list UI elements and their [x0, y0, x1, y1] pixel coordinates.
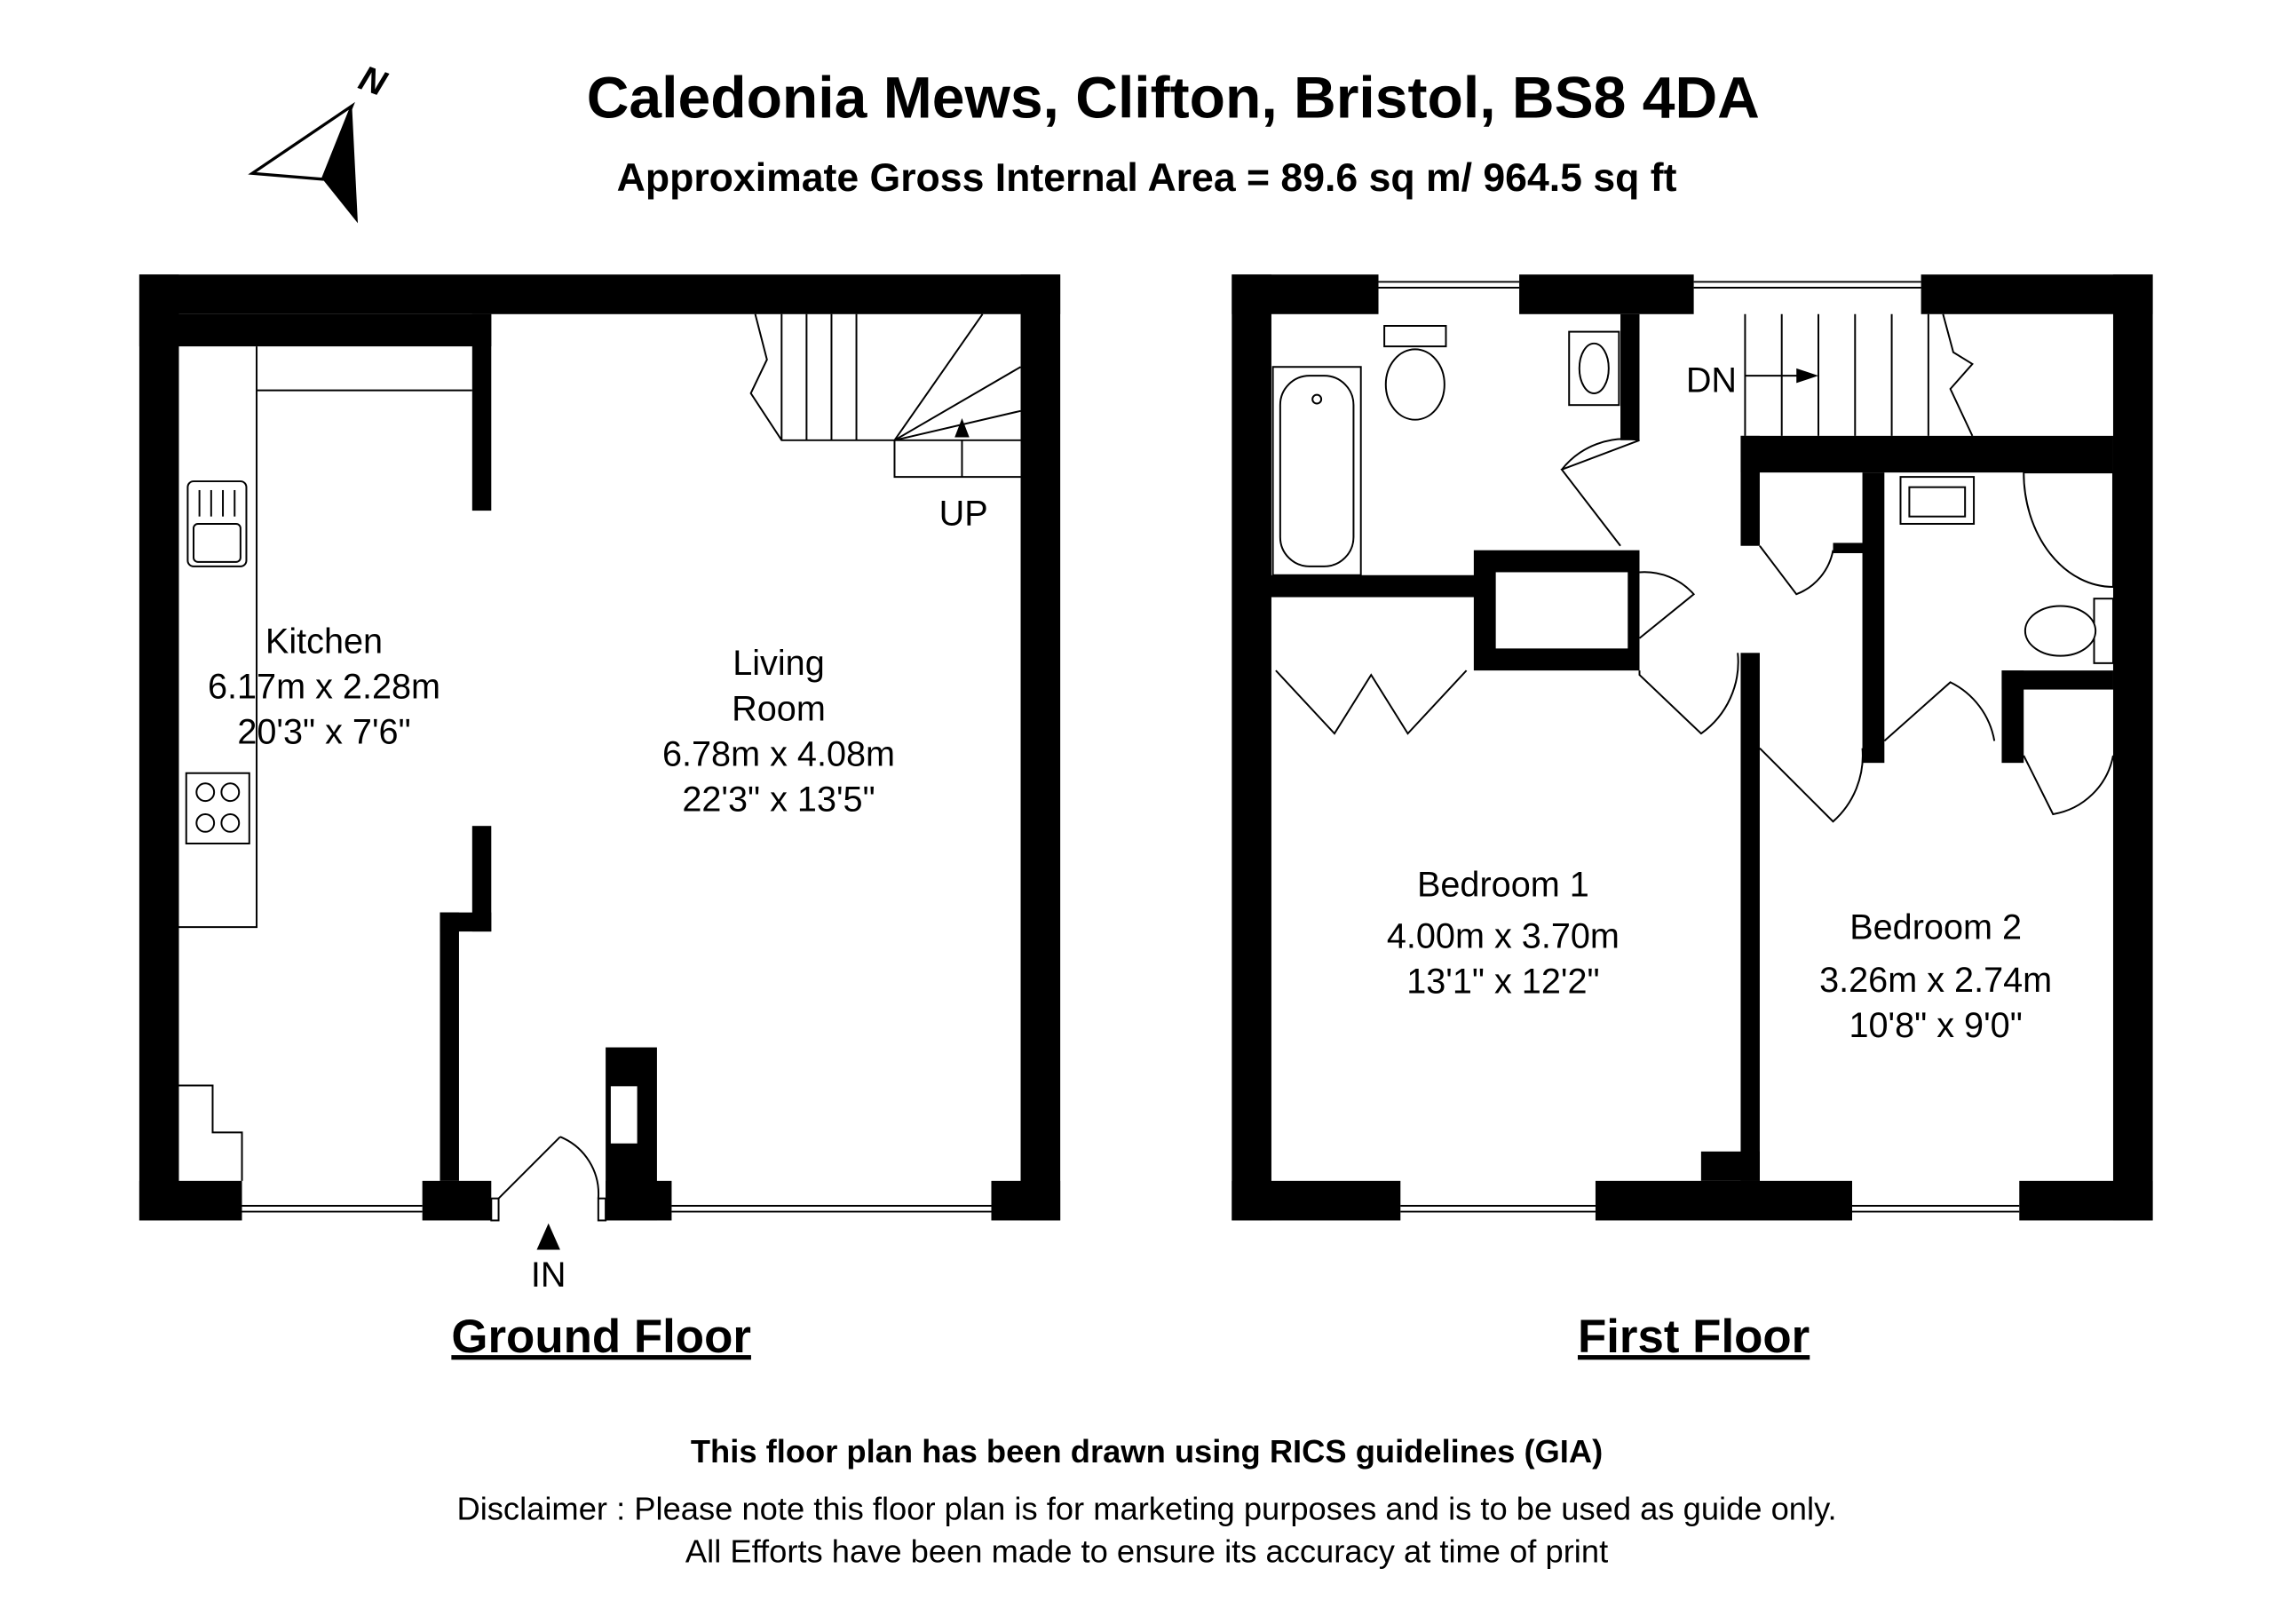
staircase	[1744, 313, 1974, 437]
window	[242, 1204, 992, 1213]
disclaimer-line-2: All Efforts have been made to ensure its…	[685, 1533, 1608, 1569]
walls	[139, 274, 1061, 1221]
staircase	[749, 313, 1022, 479]
rics-note: This floor plan has been drawn using RIC…	[691, 1433, 1603, 1470]
living-name-2: Room	[732, 689, 826, 728]
plan-title: Caledonia Mews, Clifton, Bristol, BS8 4D…	[587, 64, 1760, 130]
bedroom2-name: Bedroom 2	[1849, 907, 2022, 947]
kitchen-units	[178, 346, 472, 1181]
bedroom2-metric: 3.26m x 2.74m	[1819, 961, 2052, 1000]
shower-icon	[2023, 471, 2114, 588]
ground-floor-label: Ground Floor	[451, 1311, 751, 1363]
walls	[1232, 274, 2153, 1221]
basin-icon	[1899, 476, 1976, 525]
bedroom1-metric: 4.00m x 3.70m	[1387, 916, 1620, 955]
stairs-up-label: UP	[939, 495, 988, 534]
entrance-arrow-icon	[536, 1223, 560, 1250]
kitchen-name: Kitchen	[265, 622, 383, 661]
ground-floor-plan: IN UP Kitchen 6.17m x 2.28m 20'3" x 7'6"…	[139, 274, 1061, 1363]
basin-icon	[1568, 330, 1620, 407]
living-name: Living	[733, 644, 825, 683]
sink-icon	[186, 480, 248, 567]
living-metric: 6.78m x 4.08m	[662, 734, 895, 773]
doors[interactable]	[1275, 438, 2114, 823]
first-floor-label: First Floor	[1578, 1311, 1810, 1363]
toilet-icon	[1383, 324, 1447, 421]
window	[1378, 281, 2020, 1213]
disclaimer-line-1: Disclaimer : Please note this floor plan…	[456, 1490, 1836, 1526]
gross-area: Approximate Gross Internal Area = 89.6 s…	[617, 156, 1677, 200]
toilet-icon	[2024, 598, 2114, 664]
first-floor-plan: DN Bedroom 1 4.00m x 3.70m 13'1" x 12'2"…	[1232, 274, 2153, 1363]
bedroom1-imperial: 13'1" x 12'2"	[1406, 962, 1599, 1001]
stairs-down-label: DN	[1686, 360, 1737, 400]
front-door[interactable]	[490, 1136, 607, 1222]
hob-icon	[185, 772, 250, 845]
kitchen-imperial: 20'3" x 7'6"	[237, 713, 410, 752]
bathroom-fixtures	[1271, 324, 2114, 664]
bedroom2-imperial: 10'8" x 9'0"	[1849, 1006, 2022, 1045]
kitchen-metric: 6.17m x 2.28m	[208, 668, 440, 707]
arrow-down-icon	[1796, 368, 1818, 384]
north-arrow-icon: N	[248, 59, 392, 224]
bedroom1-name: Bedroom 1	[1417, 865, 1589, 904]
arrow-up-icon	[954, 418, 970, 438]
entrance-label: IN	[531, 1256, 566, 1295]
north-label: N	[354, 59, 392, 105]
living-imperial: 22'3" x 13'5"	[682, 780, 875, 820]
